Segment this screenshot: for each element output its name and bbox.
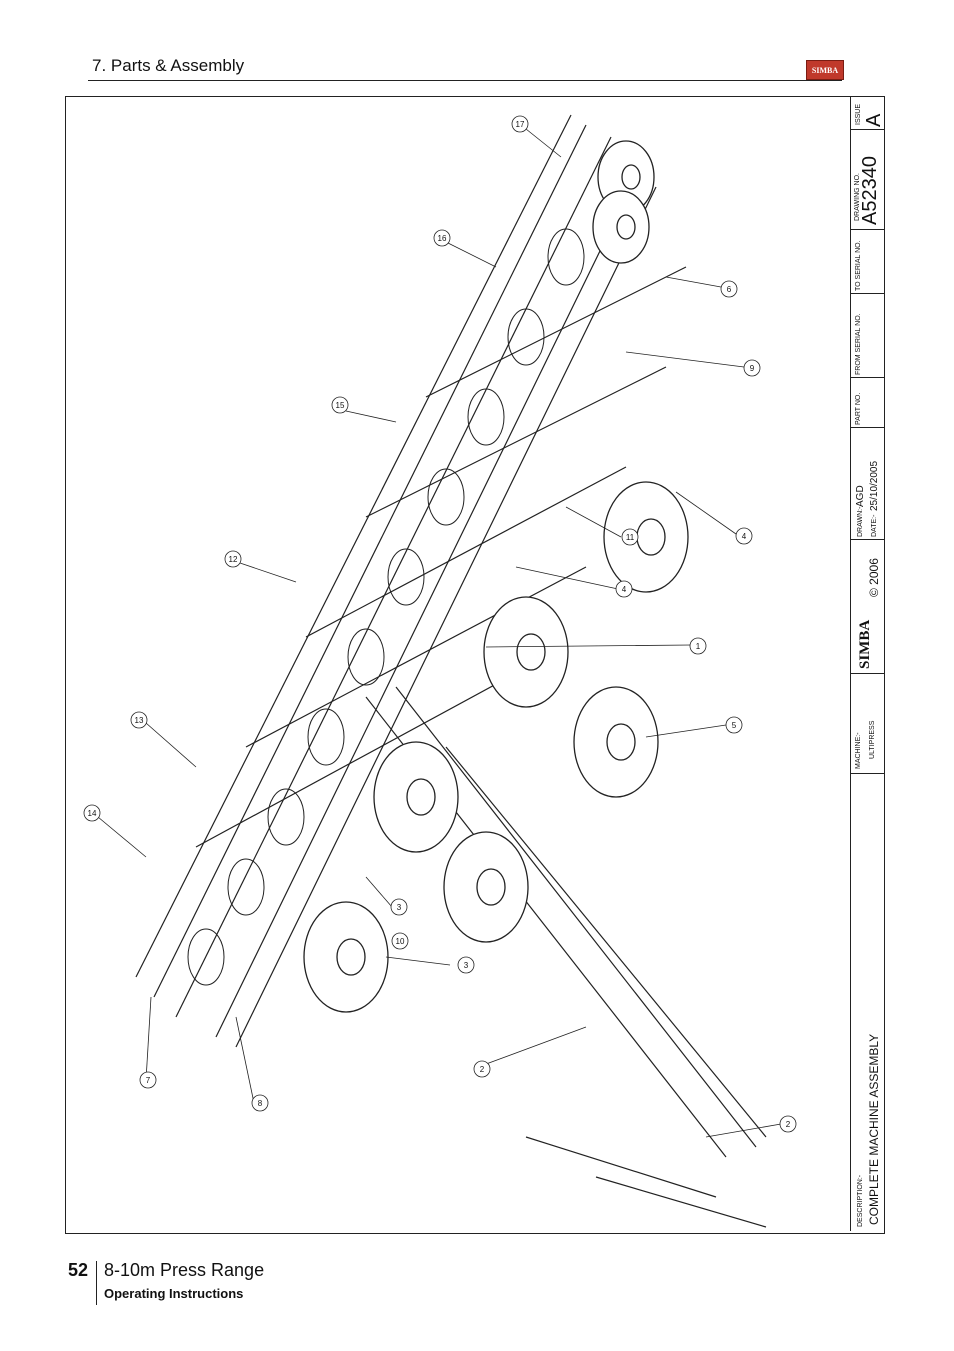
callouts (83, 115, 797, 1138)
title-block: ISSUE A DRAWING NO. A52340 TO SERIAL NO.… (850, 97, 885, 1231)
part-no-cell: PART NO. (851, 377, 884, 428)
drawing-frame (65, 96, 885, 1234)
callout-3 (390, 898, 408, 916)
section-title: 7. Parts & Assembly (92, 56, 245, 75)
callout-text: 3 (397, 903, 402, 912)
callout-text: 1 (696, 642, 701, 651)
callout-text: 16 (438, 234, 447, 243)
callout-text: 7 (146, 1076, 151, 1085)
date-value: 25/10/2005 (869, 460, 880, 511)
callout-1 (689, 637, 707, 655)
page-number: 52 (68, 1260, 89, 1280)
issue-value: A (863, 113, 885, 127)
callout-text: 9 (750, 364, 755, 373)
machine-assembly-drawing: 17 16 6 9 15 4 11 12 4 1 5 13 14 3 10 3 … (83, 114, 797, 1228)
callout-6 (720, 280, 738, 298)
drawn-value: AGD (855, 485, 866, 507)
callout-text: 11 (626, 533, 635, 542)
drawn-label: DRAWN:- (857, 506, 864, 537)
callout-5 (725, 716, 743, 734)
callout-text: 8 (258, 1099, 263, 1108)
callout-text: 12 (229, 555, 238, 564)
footer-subtitle: Operating Instructions (104, 1286, 244, 1301)
part-no-label: PART NO. (855, 392, 862, 425)
header-rule (88, 80, 842, 81)
callout-2 (473, 1060, 491, 1078)
title-block-logo: SIMBA (857, 619, 873, 669)
callout-4b (615, 580, 633, 598)
wheels (303, 140, 689, 1013)
to-serial-label: TO SERIAL NO. (855, 240, 862, 291)
callout-10 (391, 932, 409, 950)
drawn-date-cell: DRAWN:- AGD DATE:- 25/10/2005 (851, 427, 884, 540)
callout-11 (621, 528, 639, 546)
from-serial-cell: FROM SERIAL NO. (851, 293, 884, 378)
copyright: © 2006 (867, 558, 881, 597)
packer-rings (187, 228, 585, 986)
callout-2b (779, 1115, 797, 1133)
machine-label: MACHINE:- (855, 732, 862, 769)
callout-text: 2 (480, 1065, 485, 1074)
callout-16 (433, 229, 451, 247)
callout-9 (743, 359, 761, 377)
callout-text: 4 (622, 585, 627, 594)
callout-15 (331, 396, 349, 414)
to-serial-cell: TO SERIAL NO. (851, 229, 884, 294)
from-serial-label: FROM SERIAL NO. (855, 313, 862, 375)
issue-label: ISSUE (855, 103, 862, 125)
callout-14 (83, 804, 101, 822)
drawing-no-cell: DRAWING NO. A52340 (851, 129, 884, 230)
callout-3b (457, 956, 475, 974)
simba-logo: SIMBA (806, 60, 844, 80)
machine-value: ULTIPRESS (869, 720, 876, 759)
callout-text: 17 (516, 120, 525, 129)
callout-text: 5 (732, 721, 737, 730)
callout-numbers: 17 16 6 9 15 4 11 12 4 1 5 13 14 3 10 3 … (88, 120, 791, 1129)
callout-8 (251, 1094, 269, 1112)
callout-text: 15 (336, 401, 345, 410)
callout-text: 10 (396, 937, 405, 946)
issue-cell: ISSUE A (851, 97, 885, 130)
drawing-no: A52340 (859, 156, 881, 225)
callout-17 (511, 115, 529, 133)
footer-rule (96, 1261, 97, 1305)
callout-text: 4 (742, 532, 747, 541)
machine-lines (135, 114, 767, 1228)
callout-text: 3 (464, 961, 469, 970)
description-cell: DESCRIPTION:- COMPLETE MACHINE ASSEMBLY (851, 773, 884, 1231)
footer-title: 8-10m Press Range (104, 1260, 265, 1280)
callout-text: 13 (135, 716, 144, 725)
callout-7 (139, 1071, 157, 1089)
machine-cell: MACHINE:- ULTIPRESS (851, 673, 884, 774)
callout-12 (224, 550, 242, 568)
callout-text: 2 (786, 1120, 791, 1129)
callout-text: 14 (88, 809, 97, 818)
logo-cell: SIMBA © 2006 (851, 539, 884, 674)
description-value: COMPLETE MACHINE ASSEMBLY (867, 1033, 881, 1225)
callout-text: 6 (727, 285, 732, 294)
date-label: DATE:- (871, 514, 878, 537)
callout-4 (735, 527, 753, 545)
callout-13 (130, 711, 148, 729)
description-label: DESCRIPTION:- (857, 1174, 864, 1227)
